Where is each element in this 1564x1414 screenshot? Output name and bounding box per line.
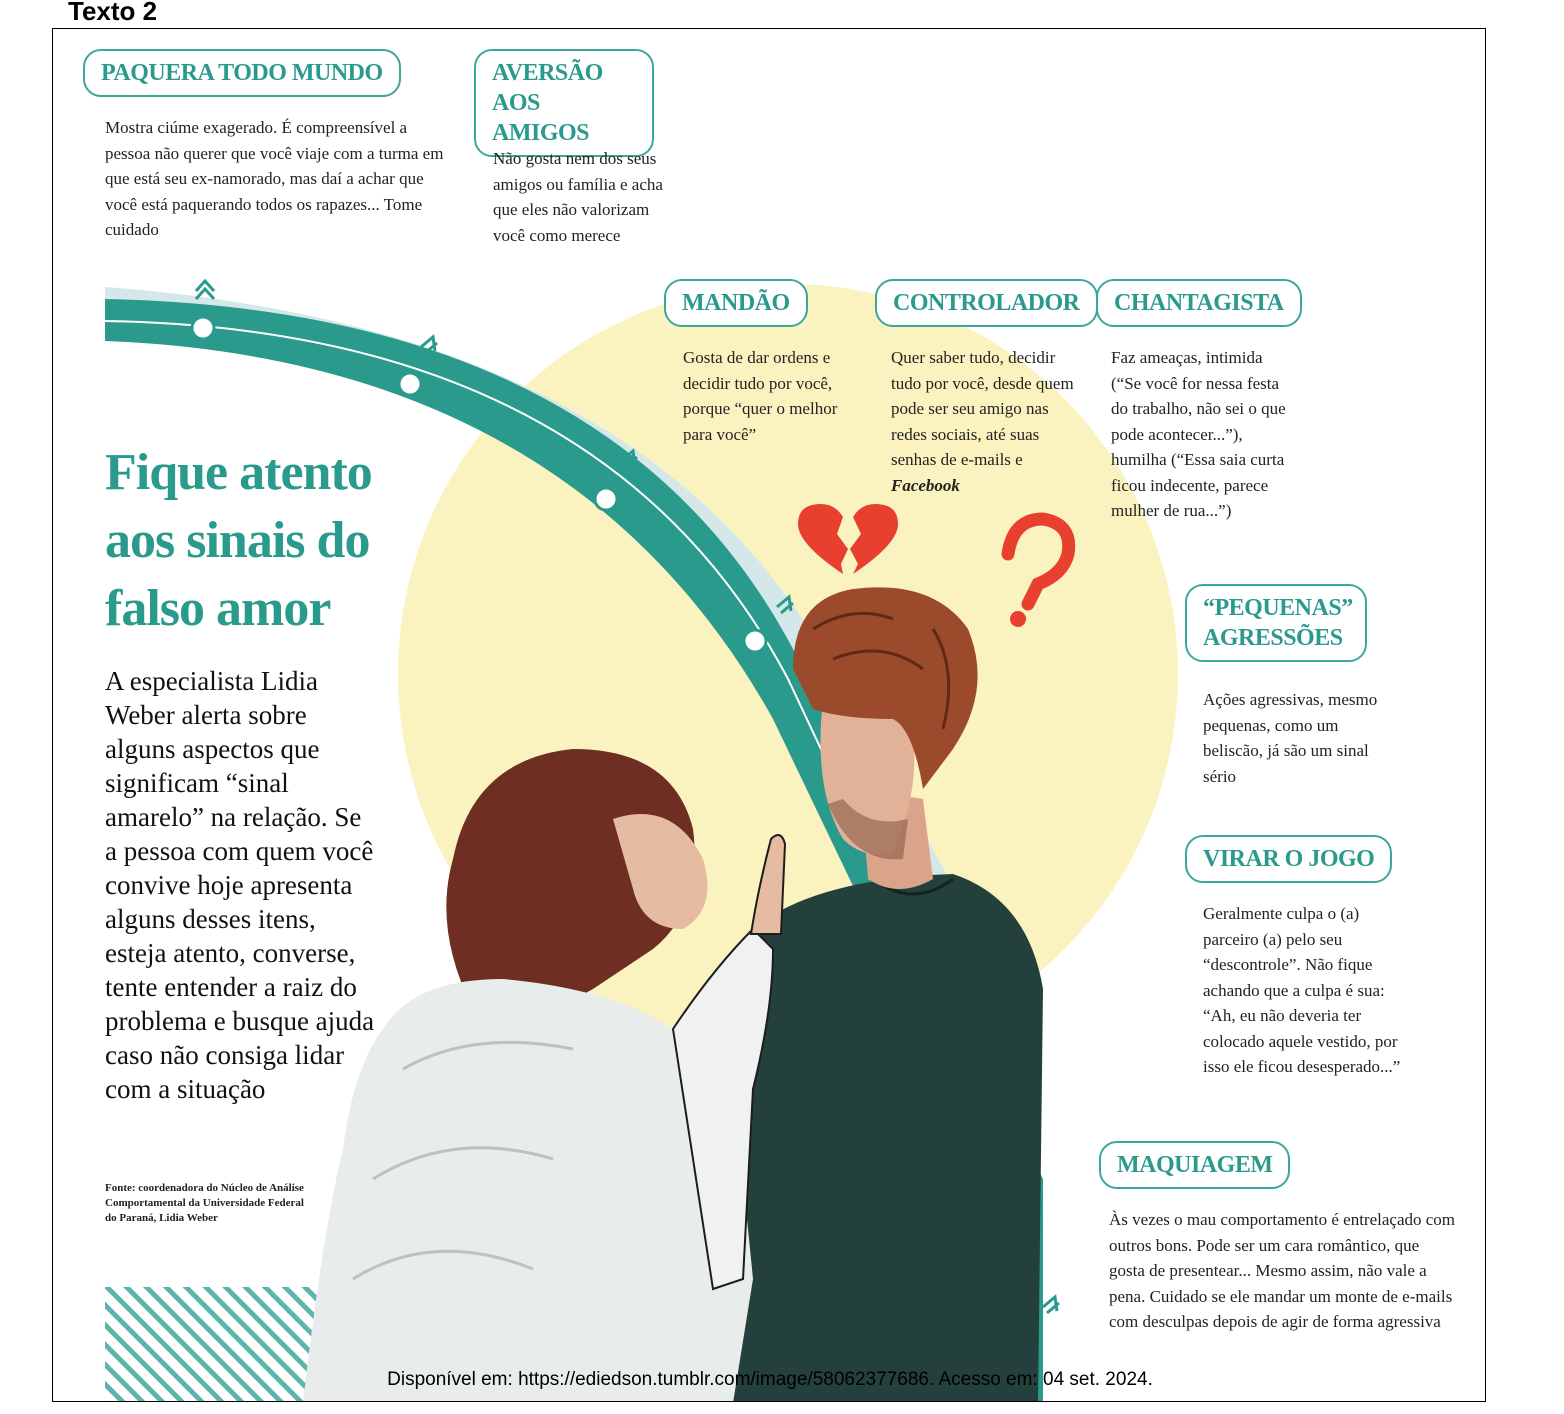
infographic-frame: PAQUERA TODO MUNDO Mostra ciúme exagerad… — [52, 28, 1486, 1402]
text-virar-o-jogo: Geralmente culpa o (a) parceiro (a) pelo… — [1203, 904, 1401, 1076]
text-label: Texto 2 — [68, 0, 158, 26]
source-credit: Fonte: coordenadora do Núcleo de Análise… — [105, 1182, 304, 1224]
text-mandao: Gosta de dar ordens e decidir tudo por v… — [683, 348, 838, 444]
text-maquiagem: Às vezes o mau comportamento é entrelaça… — [1109, 1210, 1456, 1331]
tag-chantagista: CHANTAGISTA — [1096, 279, 1302, 327]
main-title: Fique atento aos sinais do falso amor — [105, 439, 373, 643]
tag-pequenas-line2: AGRESSÕES — [1203, 625, 1343, 651]
man-figure — [718, 587, 1043, 1401]
tag-mandao: MANDÃO — [664, 279, 808, 327]
tag-pequenas-line1: “PEQUENAS” — [1203, 595, 1353, 621]
tag-controlador: CONTROLADOR — [875, 279, 1098, 327]
text-controlador-facebook: Facebook — [891, 475, 960, 495]
source-caption: Disponível em: https://ediedson.tumblr.c… — [387, 1369, 1153, 1390]
text-aversao-aos-amigos: Não gosta nem dos seus amigos ou família… — [493, 149, 663, 245]
text-controlador: Quer saber tudo, decidir tudo por você, … — [891, 345, 1086, 498]
tag-aversao-aos-amigos: AVERSÃO AOS AMIGOS — [474, 49, 654, 157]
arrow-icons — [194, 278, 1060, 1315]
text-chantagista: Faz ameaças, intimida (“Se você for ness… — [1111, 348, 1286, 520]
illustration — [104, 278, 1178, 1401]
tag-aversao-line2: AMIGOS — [492, 120, 590, 146]
intro-text: A especialista Lidia Weber alerta sobre … — [105, 666, 375, 1104]
teal-band — [105, 299, 1043, 1401]
tag-virar-o-jogo: VIRAR O JOGO — [1185, 835, 1393, 883]
broken-heart-icon — [798, 504, 898, 574]
tag-aversao-line1: AVERSÃO AOS — [492, 60, 603, 116]
text-controlador-main: Quer saber tudo, decidir tudo por você, … — [891, 348, 1074, 469]
tag-pequenas-agressoes: “PEQUENAS” AGRESSÕES — [1185, 584, 1367, 662]
woman-figure — [303, 749, 787, 1401]
question-mark-icon — [1001, 512, 1076, 627]
tag-maquiagem: MAQUIAGEM — [1099, 1141, 1291, 1189]
text-pequenas-agressoes: Ações agressivas, mesmo pequenas, como u… — [1203, 690, 1378, 786]
tag-paquera-todo-mundo: PAQUERA TODO MUNDO — [83, 49, 401, 97]
main-title-line1: Fique atento — [105, 444, 373, 501]
main-title-line3: falso amor — [105, 580, 331, 637]
text-paquera-todo-mundo: Mostra ciúme exagerado. É compreensível … — [105, 118, 444, 239]
main-title-line2: aos sinais do — [105, 512, 370, 569]
